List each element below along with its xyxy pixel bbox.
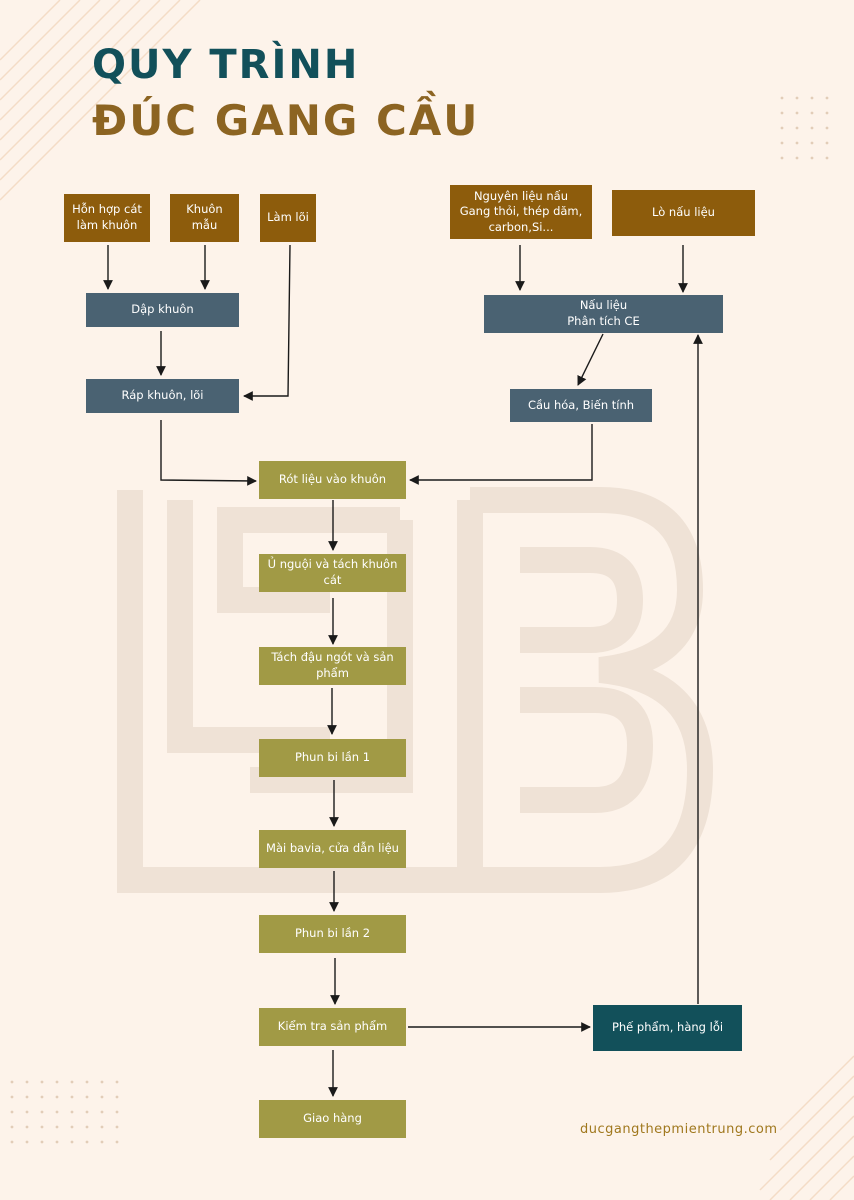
node-giao-hang: Giao hàng — [259, 1100, 406, 1138]
node-kiem-tra: Kiểm tra sản phẩm — [259, 1008, 406, 1046]
arrow-rap-khuon-to-rot-lieu — [160, 420, 257, 486]
corner-hatch-top-left — [0, 0, 201, 201]
corner-hatch-bottom-right — [759, 1055, 854, 1200]
node-phe-pham: Phế phẩm, hàng lỗi — [593, 1005, 742, 1051]
arrow-lam-loi-to-rap-khuon — [243, 244, 291, 401]
dot-grid-bottom-left — [10, 1080, 119, 1144]
dot-grid-top-right — [780, 96, 829, 160]
title-line-1: QUY TRÌNH — [92, 42, 360, 88]
node-u-nguoi: Ủ nguội và tách khuôn cát — [259, 554, 406, 592]
node-mai-bavia: Mài bavia, cửa dẫn liệu — [259, 830, 406, 868]
arrow-nau-lieu-to-cau-hoa — [577, 333, 604, 386]
node-dap-khuon: Dập khuôn — [86, 293, 239, 327]
arrow-cau-hoa-to-rot-lieu — [409, 424, 593, 485]
node-nau-lieu: Nấu liệu Phân tích CE — [484, 295, 723, 333]
node-phun-bi-2: Phun bi lần 2 — [259, 915, 406, 953]
title-line-2: ĐÚC GANG CẦU — [92, 96, 480, 145]
node-rap-khuon: Ráp khuôn, lõi — [86, 379, 239, 413]
node-khuon-mau: Khuôn mẫu — [170, 194, 239, 242]
node-hon-hop-cat: Hỗn hợp cát làm khuôn — [64, 194, 150, 242]
node-nguyen-lieu: Nguyên liệu nấu Gang thỏi, thép dăm, car… — [450, 185, 592, 239]
node-lo-nau-lieu: Lò nấu liệu — [612, 190, 755, 236]
node-cau-hoa: Cầu hóa, Biến tính — [510, 389, 652, 422]
node-tach-dau: Tách đậu ngót và sản phẩm — [259, 647, 406, 685]
node-phun-bi-1: Phun bi lần 1 — [259, 739, 406, 777]
watermark-logo — [117, 487, 714, 893]
node-rot-lieu: Rót liệu vào khuôn — [259, 461, 406, 499]
website-url[interactable]: ducgangthepmientrung.com — [580, 1122, 778, 1137]
node-lam-loi: Làm lõi — [260, 194, 316, 242]
